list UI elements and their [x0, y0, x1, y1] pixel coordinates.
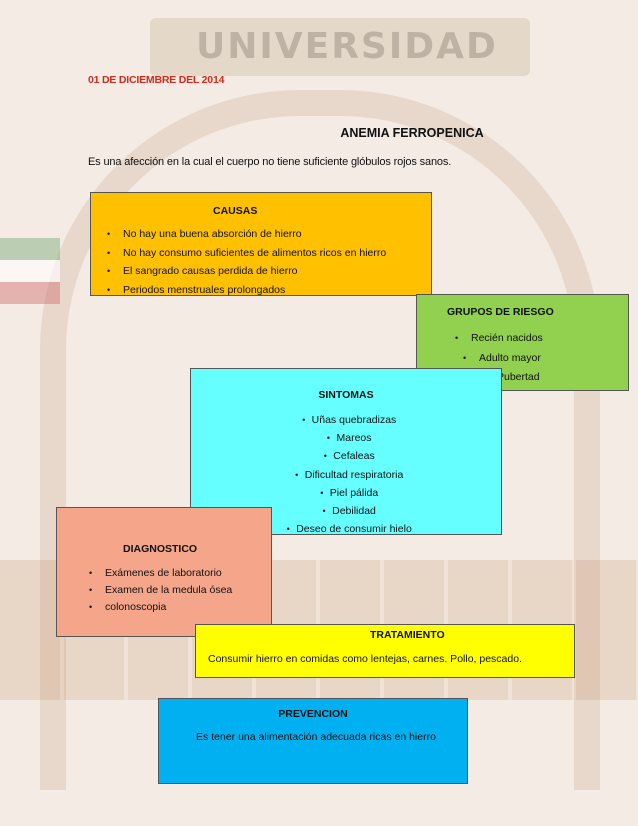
sintomas-list: •Uñas quebradizas•Mareos•Cefaleas•Dificu…: [191, 411, 501, 538]
bullet-icon: •: [320, 487, 324, 498]
list-item: • Recién nacidos: [417, 329, 620, 349]
list-item: • Exámenes de laboratorio: [89, 565, 271, 582]
list-item: • Periodos menstruales prolongados: [107, 281, 431, 300]
bullet-icon: •: [286, 524, 290, 535]
list-item-text: Pubertad: [497, 371, 540, 383]
list-item-text: Recién nacidos: [471, 332, 543, 344]
list-item: • Examen de la medula ósea: [89, 582, 271, 599]
bullet-icon: •: [89, 585, 93, 595]
list-item: • No hay consumo suficientes de alimentos…: [107, 244, 431, 263]
list-item-text: Deseo de consumir hielo: [296, 523, 412, 536]
causas-title: CAUSAS: [213, 205, 258, 217]
list-item-text: Cefaleas: [333, 450, 375, 463]
tratamiento-box: TRATAMIENTO Consumir hierro en comidas c…: [195, 624, 575, 678]
watermark-sign: [150, 18, 530, 76]
bullet-icon: •: [326, 433, 331, 444]
diagnostico-title: DIAGNOSTICO: [123, 543, 198, 555]
prevencion-text: Es tener una alimentación adecuada ricas…: [196, 731, 436, 743]
bullet-icon: •: [107, 266, 111, 276]
list-item-text: colonoscopia: [105, 601, 167, 613]
list-item-text: Periodos menstruales prolongados: [123, 283, 286, 296]
list-item: • Deseo de consumir hielo: [191, 520, 501, 538]
bullet-icon: •: [107, 247, 111, 258]
bullet-icon: •: [107, 229, 111, 239]
bullet-icon: •: [89, 568, 93, 578]
bullet-icon: •: [463, 352, 467, 363]
list-item-text: Adulto mayor: [479, 351, 541, 364]
list-item-text: Examen de la medula ósea: [105, 584, 233, 596]
diagnostico-list: • Exámenes de laboratorio • Examen de la me…: [89, 565, 271, 616]
list-item: • Debilidad: [191, 502, 501, 520]
bullet-icon: •: [455, 333, 459, 343]
list-item-text: El sangrado causas perdida de hierro: [123, 265, 298, 277]
list-item: • Dificultad respiratoria: [191, 466, 501, 484]
grupos-riesgo-box: GRUPOS DE RIESGO • Recién nacidos • Adulto …: [416, 294, 629, 391]
list-item: • Adulto mayor: [417, 349, 620, 369]
list-item-text: No hay una buena absorción de hierro: [123, 228, 302, 240]
intro-paragraph: Es una afección en la cual el cuerpo no …: [88, 156, 452, 168]
list-item: • El sangrado causas perdida de hierro: [107, 262, 431, 281]
list-item-text: Uñas quebradizas: [311, 414, 397, 426]
causas-box: CAUSAS • No hay una buena absorción de hi…: [90, 192, 432, 296]
list-item-text: Piel pálida: [329, 486, 379, 499]
list-item-text: Dificultad respiratoria: [304, 468, 404, 481]
tratamiento-title: TRATAMIENTO: [370, 629, 445, 641]
watermark-flag-red: [0, 282, 60, 304]
bullet-icon: •: [295, 469, 299, 480]
prevencion-box: PREVENCION Es tener una alimentación ade…: [158, 698, 468, 784]
list-item: • Uñas quebradizas: [191, 411, 501, 429]
list-item-text: Mareos: [336, 432, 372, 445]
list-item-text: No hay consumo suficientes de alimentos …: [123, 246, 387, 259]
diagnostico-box: DIAGNOSTICO • Exámenes de laboratorio • Exa…: [56, 507, 272, 637]
list-item: • colonoscopia: [89, 599, 271, 616]
sintomas-title: SINTOMAS: [318, 389, 374, 401]
list-item-text: Exámenes de laboratorio: [105, 567, 222, 579]
bullet-icon: •: [322, 506, 326, 517]
prevencion-title: PREVENCION: [278, 708, 348, 720]
bullet-icon: •: [302, 415, 306, 425]
watermark-flag-white: [0, 260, 60, 282]
bullet-icon: •: [323, 451, 327, 462]
watermark-flag-green: [0, 238, 60, 260]
list-item-text: Debilidad: [332, 505, 376, 518]
list-item: • Cefaleas: [191, 447, 501, 465]
watermark-logo-text: UNIVERSIDAD: [196, 26, 498, 67]
grupos-riesgo-title: GRUPOS DE RIESGO: [447, 306, 554, 318]
bullet-icon: •: [107, 284, 111, 295]
list-item: • No hay una buena absorción de hierro: [107, 225, 431, 244]
document-date: 01 DE DICIEMBRE DEL 2014: [88, 74, 225, 86]
list-item: • Piel pálida: [191, 484, 501, 502]
tratamiento-text: Consumir hierro en comidas como lentejas…: [208, 653, 522, 665]
causas-list: • No hay una buena absorción de hierro • No…: [107, 225, 431, 299]
bullet-icon: •: [89, 602, 93, 612]
document-title: ANEMIA FERROPENICA: [340, 126, 484, 140]
list-item: • Mareos: [191, 429, 501, 447]
grupos-riesgo-list: •Recién nacidos•Adulto mayor•Pubertad: [417, 329, 620, 388]
